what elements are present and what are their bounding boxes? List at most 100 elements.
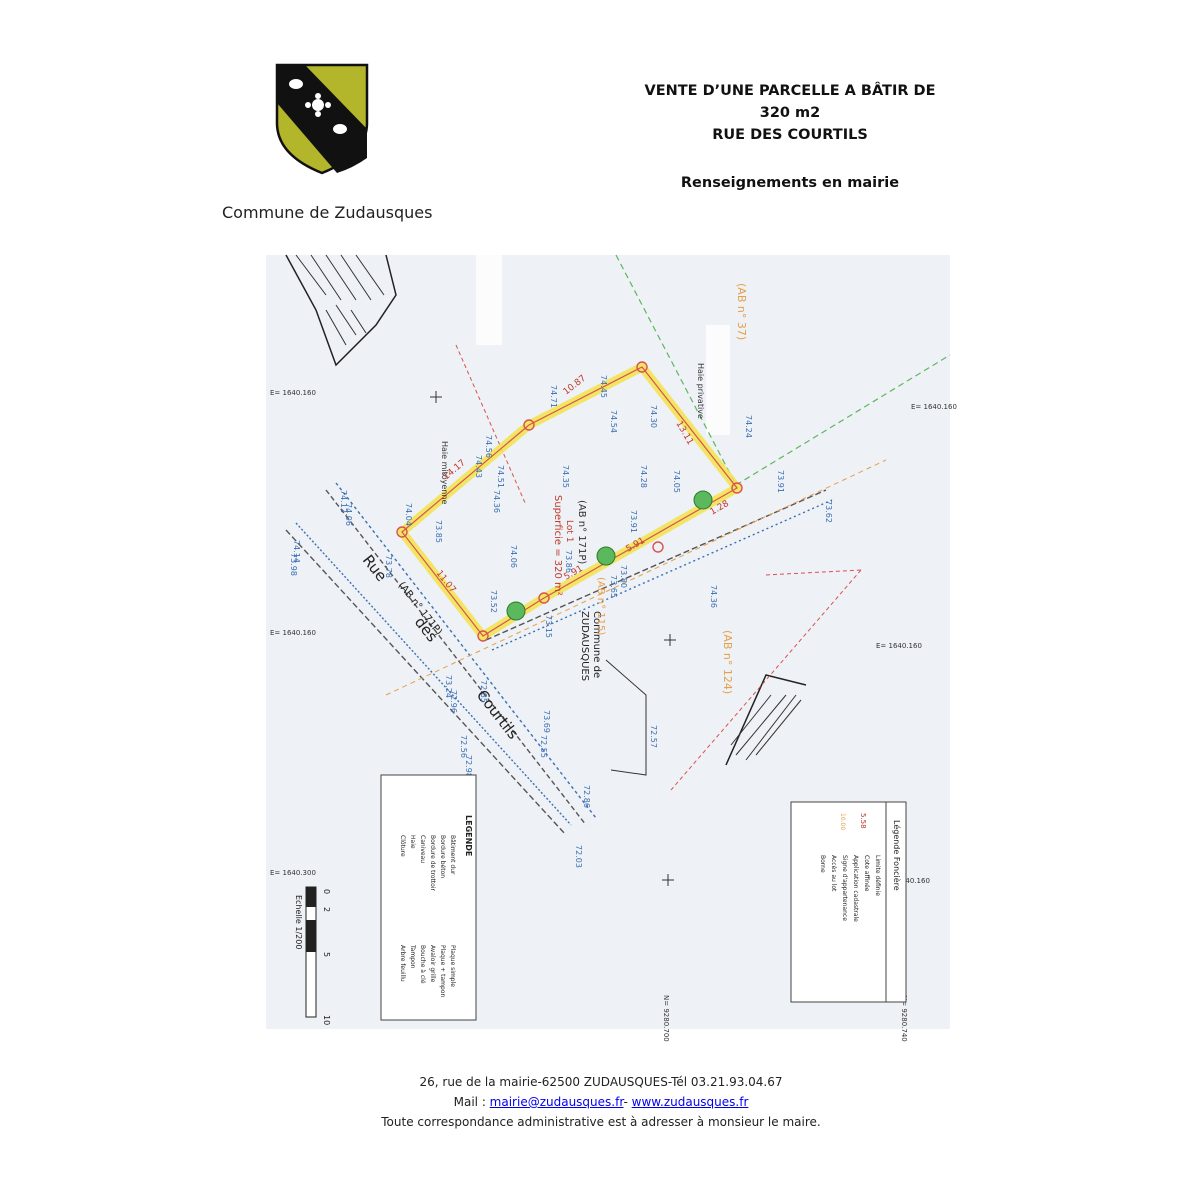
- spot-height-label: 72.96: [449, 690, 458, 713]
- spot-height-label: 72.86: [582, 785, 591, 808]
- spot-height-label: 73.85: [434, 520, 443, 543]
- spot-height-label: 72.57: [649, 725, 658, 748]
- spot-height-label: 73.78: [384, 555, 393, 578]
- coord-e1: E= 1640.160: [270, 389, 316, 397]
- spot-height-label: 74.51: [496, 465, 505, 488]
- spot-height-label: 74.06: [344, 503, 353, 526]
- spot-height-label: 74.35: [561, 465, 570, 488]
- email-link[interactable]: mairie@zudausques.fr: [489, 1095, 624, 1109]
- spot-height-label: 73.15: [544, 615, 553, 638]
- spot-height-label: 73.91: [629, 510, 638, 533]
- fence-lines: [455, 344, 862, 791]
- spot-height-label: 72.56: [459, 735, 468, 758]
- coord-e6: E= 1640.160: [884, 877, 930, 885]
- footer-address: 26, rue de la mairie-62500 ZUDAUSQUES-Té…: [419, 1075, 783, 1089]
- legend-symbol-item: Tampon: [409, 944, 416, 969]
- commune-label-1: Commune de: [591, 611, 602, 678]
- mail-prefix: Mail :: [453, 1095, 490, 1109]
- legend-fonciere-item: Cote affinée: [863, 855, 870, 892]
- ref-ab37: (AB n° 37): [735, 283, 748, 340]
- spot-height-label: 72.85: [479, 680, 488, 703]
- spot-height-label: 73.65: [609, 575, 618, 598]
- legend-fonciere-item: Application cadastrale: [852, 855, 859, 922]
- area-label: Superficie = 320 m²: [552, 495, 563, 596]
- scale-label: Echelle 1/200: [294, 895, 303, 949]
- legend-fonciere-sample: 5.58: [859, 813, 867, 829]
- haie-privative-label: Haie privative: [696, 363, 705, 419]
- page-subtitle: Renseignements en mairie: [680, 175, 900, 191]
- spot-height-label: 73.62: [824, 500, 833, 523]
- cadastral-line: [385, 459, 887, 696]
- title-line-1: VENTE D’UNE PARCELLE A BÂTIR DE: [644, 83, 936, 99]
- grid-crosshairs: [430, 391, 676, 886]
- spot-height-label: 73.86: [564, 550, 573, 573]
- spot-height-label: 73.24: [444, 675, 453, 698]
- hatched-building-right: [725, 674, 807, 766]
- survey-plan: (AB n° 171P) Lot 1 Superficie = 320 m² R…: [266, 254, 957, 1042]
- spot-height-label: 73.52: [489, 590, 498, 613]
- spot-height-label: 74.54: [609, 410, 618, 433]
- ref-ab115: (AB n° 115): [595, 577, 606, 635]
- spot-height-label: 74.05: [672, 470, 681, 493]
- footer: 26, rue de la mairie-62500 ZUDAUSQUES-Té…: [0, 1072, 1202, 1132]
- page-title: VENTE D’UNE PARCELLE A BÂTIR DE 320 m2 R…: [600, 80, 980, 146]
- legend-symbol-item: Plaque simple: [449, 945, 456, 987]
- spot-height-label: 74.24: [744, 415, 753, 438]
- hedge-line-2: [735, 354, 951, 486]
- footer-notice: Toute correspondance administrative est …: [381, 1115, 821, 1129]
- legend-symbol-item: Plaque + tampon: [439, 945, 446, 997]
- boundary-markers: [396, 361, 743, 642]
- spot-height-label: 74.28: [639, 465, 648, 488]
- spot-height-label: 74.71: [549, 385, 558, 408]
- legend-fonciere-item: Signe d'appartenance: [841, 855, 848, 921]
- legend-fonciere-sample-2: 10.00: [839, 813, 846, 830]
- legend-symbol-item: Arbre feuillu: [399, 945, 406, 982]
- spot-height-label: 72.03: [574, 845, 583, 868]
- ref-ab124: (AB n° 124): [721, 630, 734, 694]
- lot-label: Lot 1: [564, 520, 574, 542]
- legend-item: Bordure béton: [439, 835, 446, 878]
- scale-tick-label: 5: [322, 952, 331, 957]
- spot-height-label: 72.98: [464, 755, 473, 778]
- spot-height-label: 74.36: [709, 585, 718, 608]
- legend-fonciere-item: Limite définie: [874, 855, 881, 896]
- legend-item: Caniveau: [419, 835, 426, 863]
- legend-fonciere-item: Accès au lot: [830, 855, 837, 892]
- website-link[interactable]: www.zudausques.fr: [631, 1095, 749, 1109]
- spot-height-label: 73.98: [289, 553, 298, 576]
- spot-height-label: 74.45: [599, 375, 608, 398]
- legend-title: LEGENDE: [464, 815, 473, 856]
- access-outline: [605, 659, 647, 776]
- spot-height-label: 74.43: [474, 455, 483, 478]
- footer-mail-line: Mail : mairie@zudausques.fr- www.zudausq…: [0, 1092, 1202, 1112]
- spot-height-label: 74.04: [404, 503, 413, 526]
- hatched-building-top: [285, 254, 397, 367]
- legend-item: Bâtiment dur: [449, 835, 456, 875]
- legend-item: Clôture: [399, 835, 406, 857]
- coord-n2: N= 9280.740: [900, 995, 908, 1042]
- scale-tick-label: 10: [322, 1015, 331, 1025]
- spot-height-label: 74.12: [339, 490, 348, 513]
- spot-height-label: 73.91: [776, 470, 785, 493]
- legend-symbol-item: Avaloir grille: [429, 945, 436, 983]
- spot-height-label: 73.80: [619, 565, 628, 588]
- coord-e3: E= 1640.160: [270, 629, 316, 637]
- scale-tick-label: 2: [322, 907, 331, 912]
- coord-e2: E= 1640.160: [911, 403, 957, 411]
- title-line-3: RUE DES COURTILS: [712, 127, 868, 143]
- spot-height-label: 74.36: [492, 490, 501, 513]
- haie-mitoyenne-label: Haie mitoyenne: [440, 441, 449, 504]
- parcel-ref: (AB n° 171P): [576, 500, 587, 564]
- spot-height-label: 72.55: [539, 735, 548, 758]
- legend-fonciere-title: Légende Foncière: [892, 820, 902, 891]
- legend-fonciere-item: Borne: [819, 855, 826, 873]
- tree-symbols: [506, 490, 713, 621]
- commune-label-2: ZUDAUSQUES: [579, 611, 590, 681]
- spot-height-label: 74.30: [649, 405, 658, 428]
- scale-tick-label: 0: [322, 889, 331, 894]
- legend-symbol-item: Bouche à clé: [419, 945, 426, 984]
- commune-crest-logo: [275, 63, 369, 175]
- legend-fonciere-box: Légende Foncière Limite définie Cote affi…: [790, 801, 907, 1003]
